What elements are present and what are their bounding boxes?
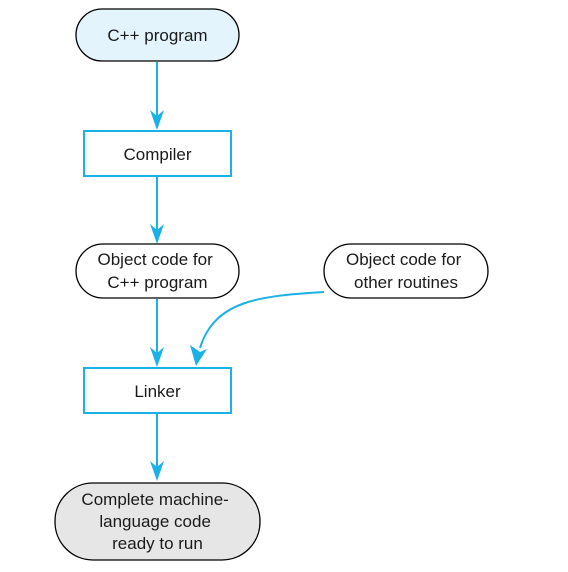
svg-text:Object code for C++ prog: Object code for C++ program <box>97 250 217 292</box>
node-linker: Linker <box>83 367 232 414</box>
node-object-code-other-label-line-2: other routines <box>354 273 458 292</box>
node-object-code-cpp-label-line-1: Object code for <box>97 250 213 269</box>
node-compiler-label: Compiler <box>123 145 191 164</box>
node-compiler: Compiler <box>83 130 232 177</box>
node-object-code-other-label-line-1: Object code for <box>346 250 462 269</box>
node-machine-code-label-line-3: ready to run <box>112 534 203 553</box>
node-linker-shape <box>83 367 232 414</box>
node-linker-label: Linker <box>134 382 181 401</box>
svg-text:Linker: Linker <box>134 382 181 401</box>
svg-text:Object code for other ro: Object code for other routines <box>346 250 466 292</box>
node-cpp-program-label: C++ program <box>107 26 207 45</box>
svg-text:Complete machine- langua: Complete machine- language code ready to… <box>81 490 233 553</box>
node-machine-code-shape <box>54 482 261 561</box>
node-machine-code: Complete machine- language code ready to… <box>54 482 261 561</box>
arrowhead-object-code-to-linker <box>150 347 164 367</box>
node-machine-code-label-line-1: Complete machine- <box>81 490 228 509</box>
arrowhead-program-to-compiler <box>150 110 164 130</box>
svg-text:C++ program: C++ program <box>107 26 207 45</box>
arrowhead-compiler-to-object-code <box>150 224 164 244</box>
svg-text:Compiler: Compiler <box>123 145 191 164</box>
arrowhead-other-routines-to-linker <box>190 345 207 366</box>
node-cpp-program-shape <box>75 8 240 62</box>
node-object-code-cpp-label-line-2: C++ program <box>107 273 207 292</box>
arrow-other-routines-to-linker <box>199 291 325 349</box>
node-object-code-other-shape <box>323 243 489 299</box>
node-object-code-other: Object code for other routines <box>323 243 489 299</box>
node-machine-code-label-line-2: language code <box>99 512 211 531</box>
node-object-code-cpp-shape <box>75 243 240 299</box>
node-compiler-shape <box>83 130 232 177</box>
node-object-code-cpp: Object code for C++ program <box>75 243 240 299</box>
node-cpp-program: C++ program <box>75 8 240 62</box>
arrowhead-linker-to-machine-code <box>150 461 164 481</box>
